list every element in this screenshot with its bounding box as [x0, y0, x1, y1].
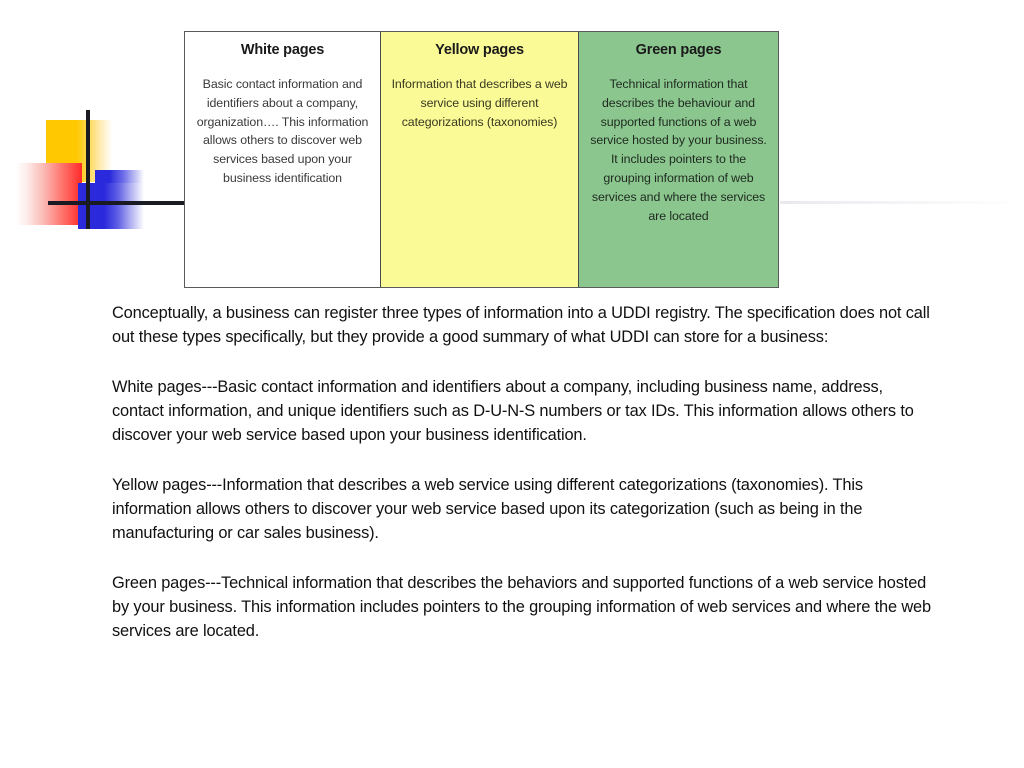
- vertical-rule-icon: [86, 110, 90, 229]
- column-body-green-pages: Technical information that describes the…: [590, 76, 767, 223]
- horizontal-rule-icon: [48, 201, 190, 205]
- column-header-yellow-pages: Yellow pages: [435, 42, 524, 58]
- table-column-white-pages: White pages Basic contact information an…: [185, 32, 381, 287]
- uddi-pages-table: White pages Basic contact information an…: [184, 31, 779, 288]
- table-column-yellow-pages: Yellow pages Information that describes …: [381, 32, 579, 287]
- paragraph-white-pages: White pages---Basic contact information …: [112, 377, 914, 444]
- paragraph-intro: Conceptually, a business can register th…: [112, 304, 930, 346]
- paragraph-yellow-pages: Yellow pages---Information that describe…: [112, 475, 863, 542]
- red-square-icon: [16, 163, 82, 225]
- column-body-white-pages: Basic contact information and identifier…: [196, 76, 369, 186]
- paragraph-green-pages: Green pages---Technical information that…: [112, 573, 931, 640]
- table-column-green-pages: Green pages Technical information that d…: [579, 32, 778, 287]
- slide-body-text: Conceptually, a business can register th…: [112, 302, 934, 643]
- horizontal-rule-fade-icon: [780, 201, 1024, 204]
- column-header-green-pages: Green pages: [635, 42, 722, 58]
- column-header-white-pages: White pages: [240, 42, 325, 58]
- column-body-yellow-pages: Information that describes a web service…: [391, 76, 568, 129]
